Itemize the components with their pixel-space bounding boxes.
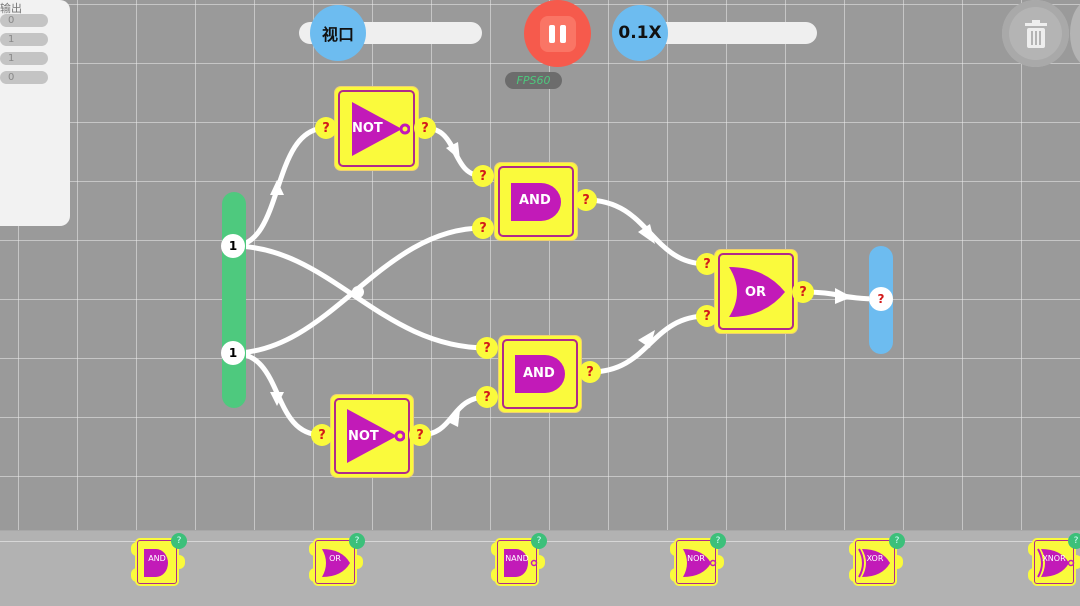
not-gate[interactable]: NOT xyxy=(331,395,413,477)
palette-label: AND xyxy=(148,554,166,563)
gate-symbol xyxy=(858,548,890,578)
output-panel: 输出 0 1 1 0 xyxy=(0,0,70,226)
palette-item-xor[interactable]: XOR? xyxy=(843,533,905,586)
speed-slider[interactable] xyxy=(640,22,817,44)
fps-counter: FPS60 xyxy=(505,72,562,89)
not-gate-symbol xyxy=(351,101,410,156)
output-port[interactable]: ? xyxy=(792,281,814,303)
and-gate-symbol xyxy=(511,182,561,221)
output-node[interactable]: ? xyxy=(869,287,893,311)
not-gate[interactable]: NOT xyxy=(335,87,418,170)
palette-label: NOR xyxy=(687,554,705,563)
palette-item-or[interactable]: OR? xyxy=(303,533,365,586)
palette-item-nor[interactable]: NOR? xyxy=(664,533,726,586)
output-value: 0 xyxy=(0,71,48,84)
palette-label: XOR xyxy=(866,554,884,563)
input-port[interactable]: ? xyxy=(472,217,494,239)
input-node[interactable]: 1 xyxy=(221,341,245,365)
input-port[interactable]: ? xyxy=(472,165,494,187)
input-port[interactable]: ? xyxy=(315,117,337,139)
palette-badge: ? xyxy=(349,533,365,549)
gate-symbol xyxy=(504,549,538,577)
gate-label: NOT xyxy=(352,121,383,136)
viewport-slider-knob[interactable]: 视口 xyxy=(310,5,366,61)
extra-button[interactable] xyxy=(1070,0,1080,67)
trash-icon xyxy=(1024,19,1047,48)
input-bar[interactable] xyxy=(222,192,246,408)
not-gate-symbol xyxy=(347,409,405,463)
input-port[interactable]: ? xyxy=(476,337,498,359)
input-port[interactable]: ? xyxy=(476,386,498,408)
and-gate[interactable]: AND xyxy=(495,163,577,240)
gate-symbol xyxy=(683,549,717,577)
output-panel-title: 输出 xyxy=(0,2,22,15)
gate-symbol xyxy=(1037,548,1075,578)
gate-symbol xyxy=(144,549,168,577)
palette-badge: ? xyxy=(171,533,187,549)
palette-badge: ? xyxy=(889,533,905,549)
and-gate[interactable]: AND xyxy=(499,336,581,412)
palette-label: NAND xyxy=(505,554,529,563)
input-node[interactable]: 1 xyxy=(221,234,245,258)
palette-badge: ? xyxy=(1068,533,1080,549)
palette-label: XNOR xyxy=(1042,554,1066,563)
palette-item-nand[interactable]: NAND? xyxy=(485,533,547,586)
or-gate-symbol xyxy=(729,266,785,317)
input-port[interactable]: ? xyxy=(696,305,718,327)
output-port[interactable]: ? xyxy=(575,189,597,211)
pause-icon xyxy=(539,15,576,52)
gate-label: AND xyxy=(519,193,551,208)
palette-label: OR xyxy=(329,554,341,563)
speed-slider-knob[interactable]: 0.1X xyxy=(612,5,668,61)
output-port[interactable]: ? xyxy=(409,424,431,446)
gate-label: AND xyxy=(523,366,555,381)
input-port[interactable]: ? xyxy=(311,424,333,446)
palette-item-xnor[interactable]: XNOR? xyxy=(1022,533,1080,586)
palette-badge: ? xyxy=(710,533,726,549)
gate-symbol xyxy=(322,549,350,577)
gate-label: OR xyxy=(745,285,767,300)
or-gate[interactable]: OR xyxy=(715,250,797,333)
output-value: 0 xyxy=(0,14,48,27)
trash-button[interactable] xyxy=(1002,0,1069,67)
palette-item-and[interactable]: AND? xyxy=(125,533,187,586)
output-value: 1 xyxy=(0,52,48,65)
output-port[interactable]: ? xyxy=(579,361,601,383)
input-port[interactable]: ? xyxy=(696,253,718,275)
gate-label: NOT xyxy=(348,429,379,444)
output-port[interactable]: ? xyxy=(414,117,436,139)
pause-button[interactable] xyxy=(524,0,591,67)
and-gate-symbol xyxy=(515,355,565,393)
palette-badge: ? xyxy=(531,533,547,549)
output-value: 1 xyxy=(0,33,48,46)
